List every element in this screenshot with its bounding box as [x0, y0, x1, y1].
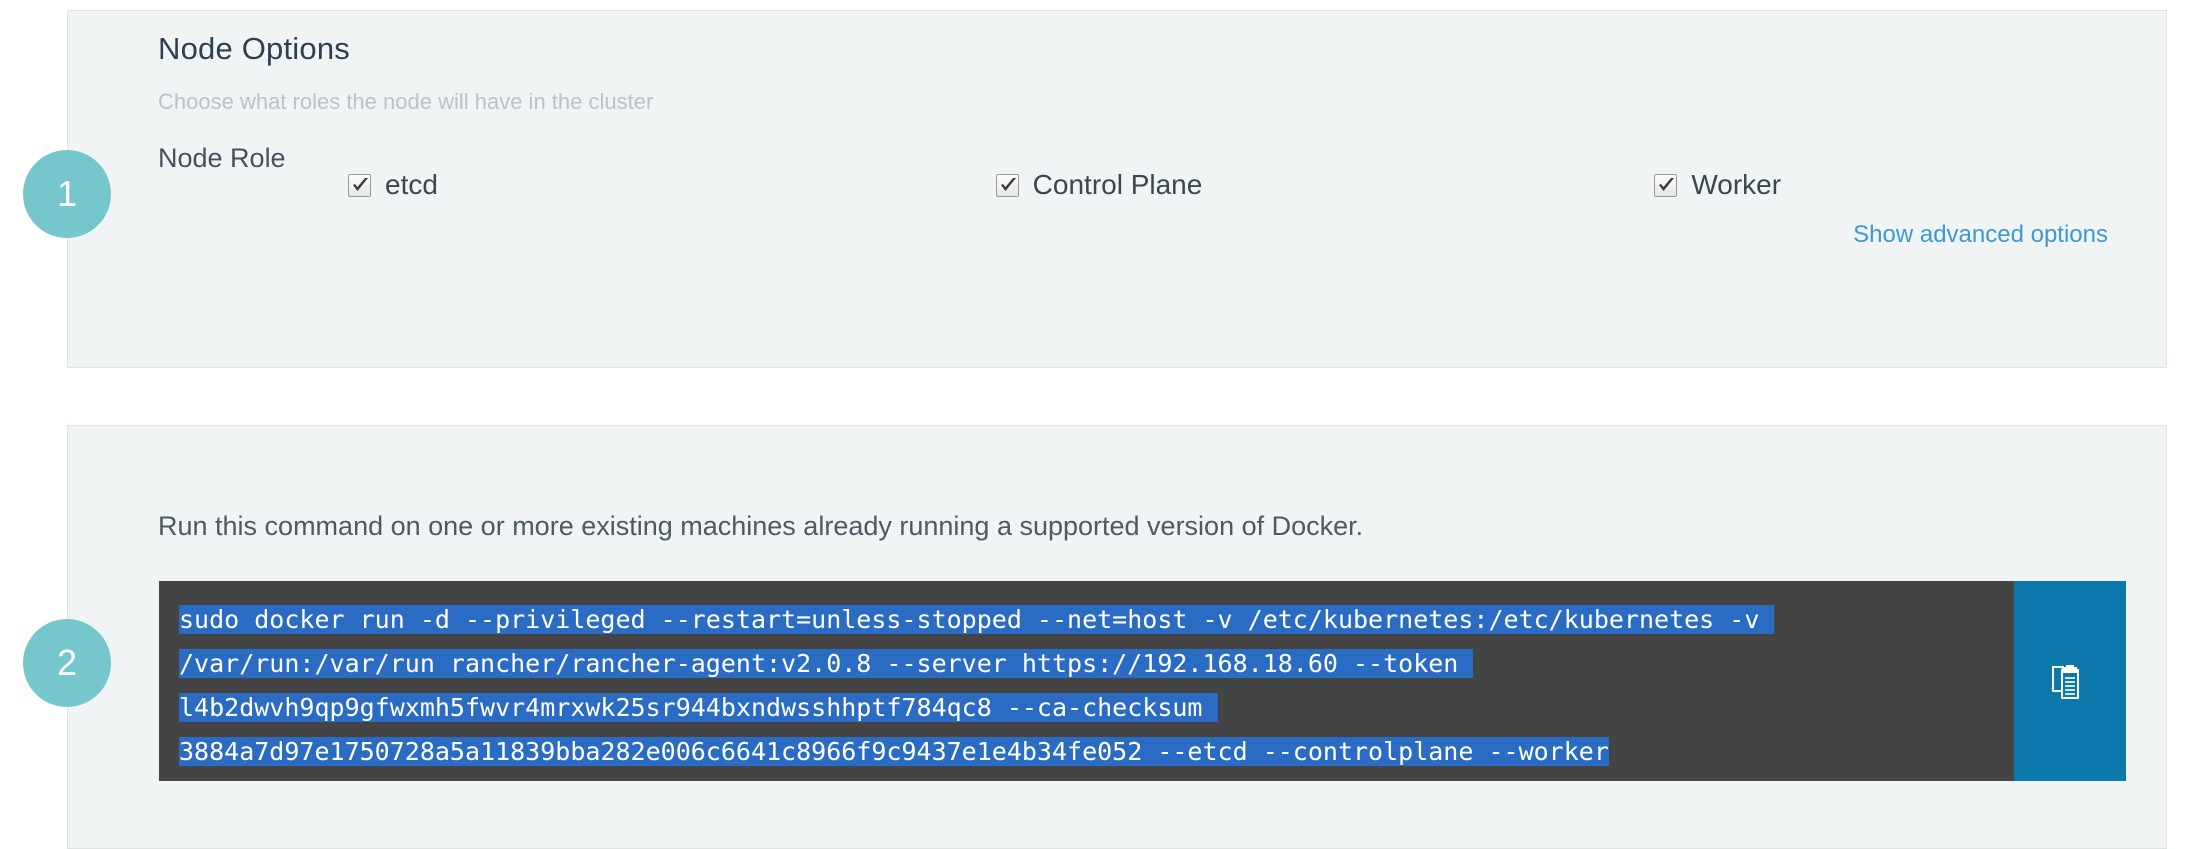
- checkbox-label-worker: Worker: [1691, 169, 1782, 200]
- show-advanced-options-link[interactable]: Show advanced options: [1853, 221, 2108, 248]
- node-options-subtitle: Choose what roles the node will have in …: [158, 89, 654, 114]
- node-options-panel: Node Options Choose what roles the node …: [67, 10, 2167, 368]
- page-title: Node Options: [158, 31, 350, 66]
- checkbox-etcd[interactable]: [348, 173, 371, 197]
- checkbox-item-control-plane[interactable]: Control Plane: [792, 171, 1440, 199]
- check-icon: [353, 177, 368, 191]
- command-text[interactable]: sudo docker run -d --privileged --restar…: [179, 598, 2014, 774]
- check-icon: [1000, 177, 1016, 191]
- node-role-label: Node Role: [158, 143, 286, 173]
- run-command-instruction: Run this command on one or more existing…: [158, 511, 1364, 541]
- checkbox-label-etcd: etcd: [385, 169, 438, 200]
- command-text-selection: sudo docker run -d --privileged --restar…: [179, 605, 1775, 766]
- checkbox-control-plane[interactable]: [995, 173, 1019, 197]
- copy-to-clipboard-button[interactable]: [2014, 581, 2126, 781]
- checkbox-label-control-plane: Control Plane: [1032, 169, 1203, 200]
- checkbox-item-etcd[interactable]: etcd: [158, 171, 792, 199]
- checkbox-worker[interactable]: [1654, 173, 1678, 197]
- step-badge-2: 2: [23, 619, 111, 707]
- clipboard-icon: [2052, 665, 2079, 699]
- node-role-checkbox-group: etcd Control Plane Worker: [158, 171, 2098, 199]
- step-badge-1: 1: [23, 150, 111, 238]
- command-code-block[interactable]: sudo docker run -d --privileged --restar…: [159, 581, 2014, 781]
- run-command-panel: Run this command on one or more existing…: [67, 425, 2167, 849]
- command-container: sudo docker run -d --privileged --restar…: [159, 581, 2126, 781]
- checkbox-item-worker[interactable]: Worker: [1439, 171, 2098, 199]
- check-icon: [1659, 177, 1675, 191]
